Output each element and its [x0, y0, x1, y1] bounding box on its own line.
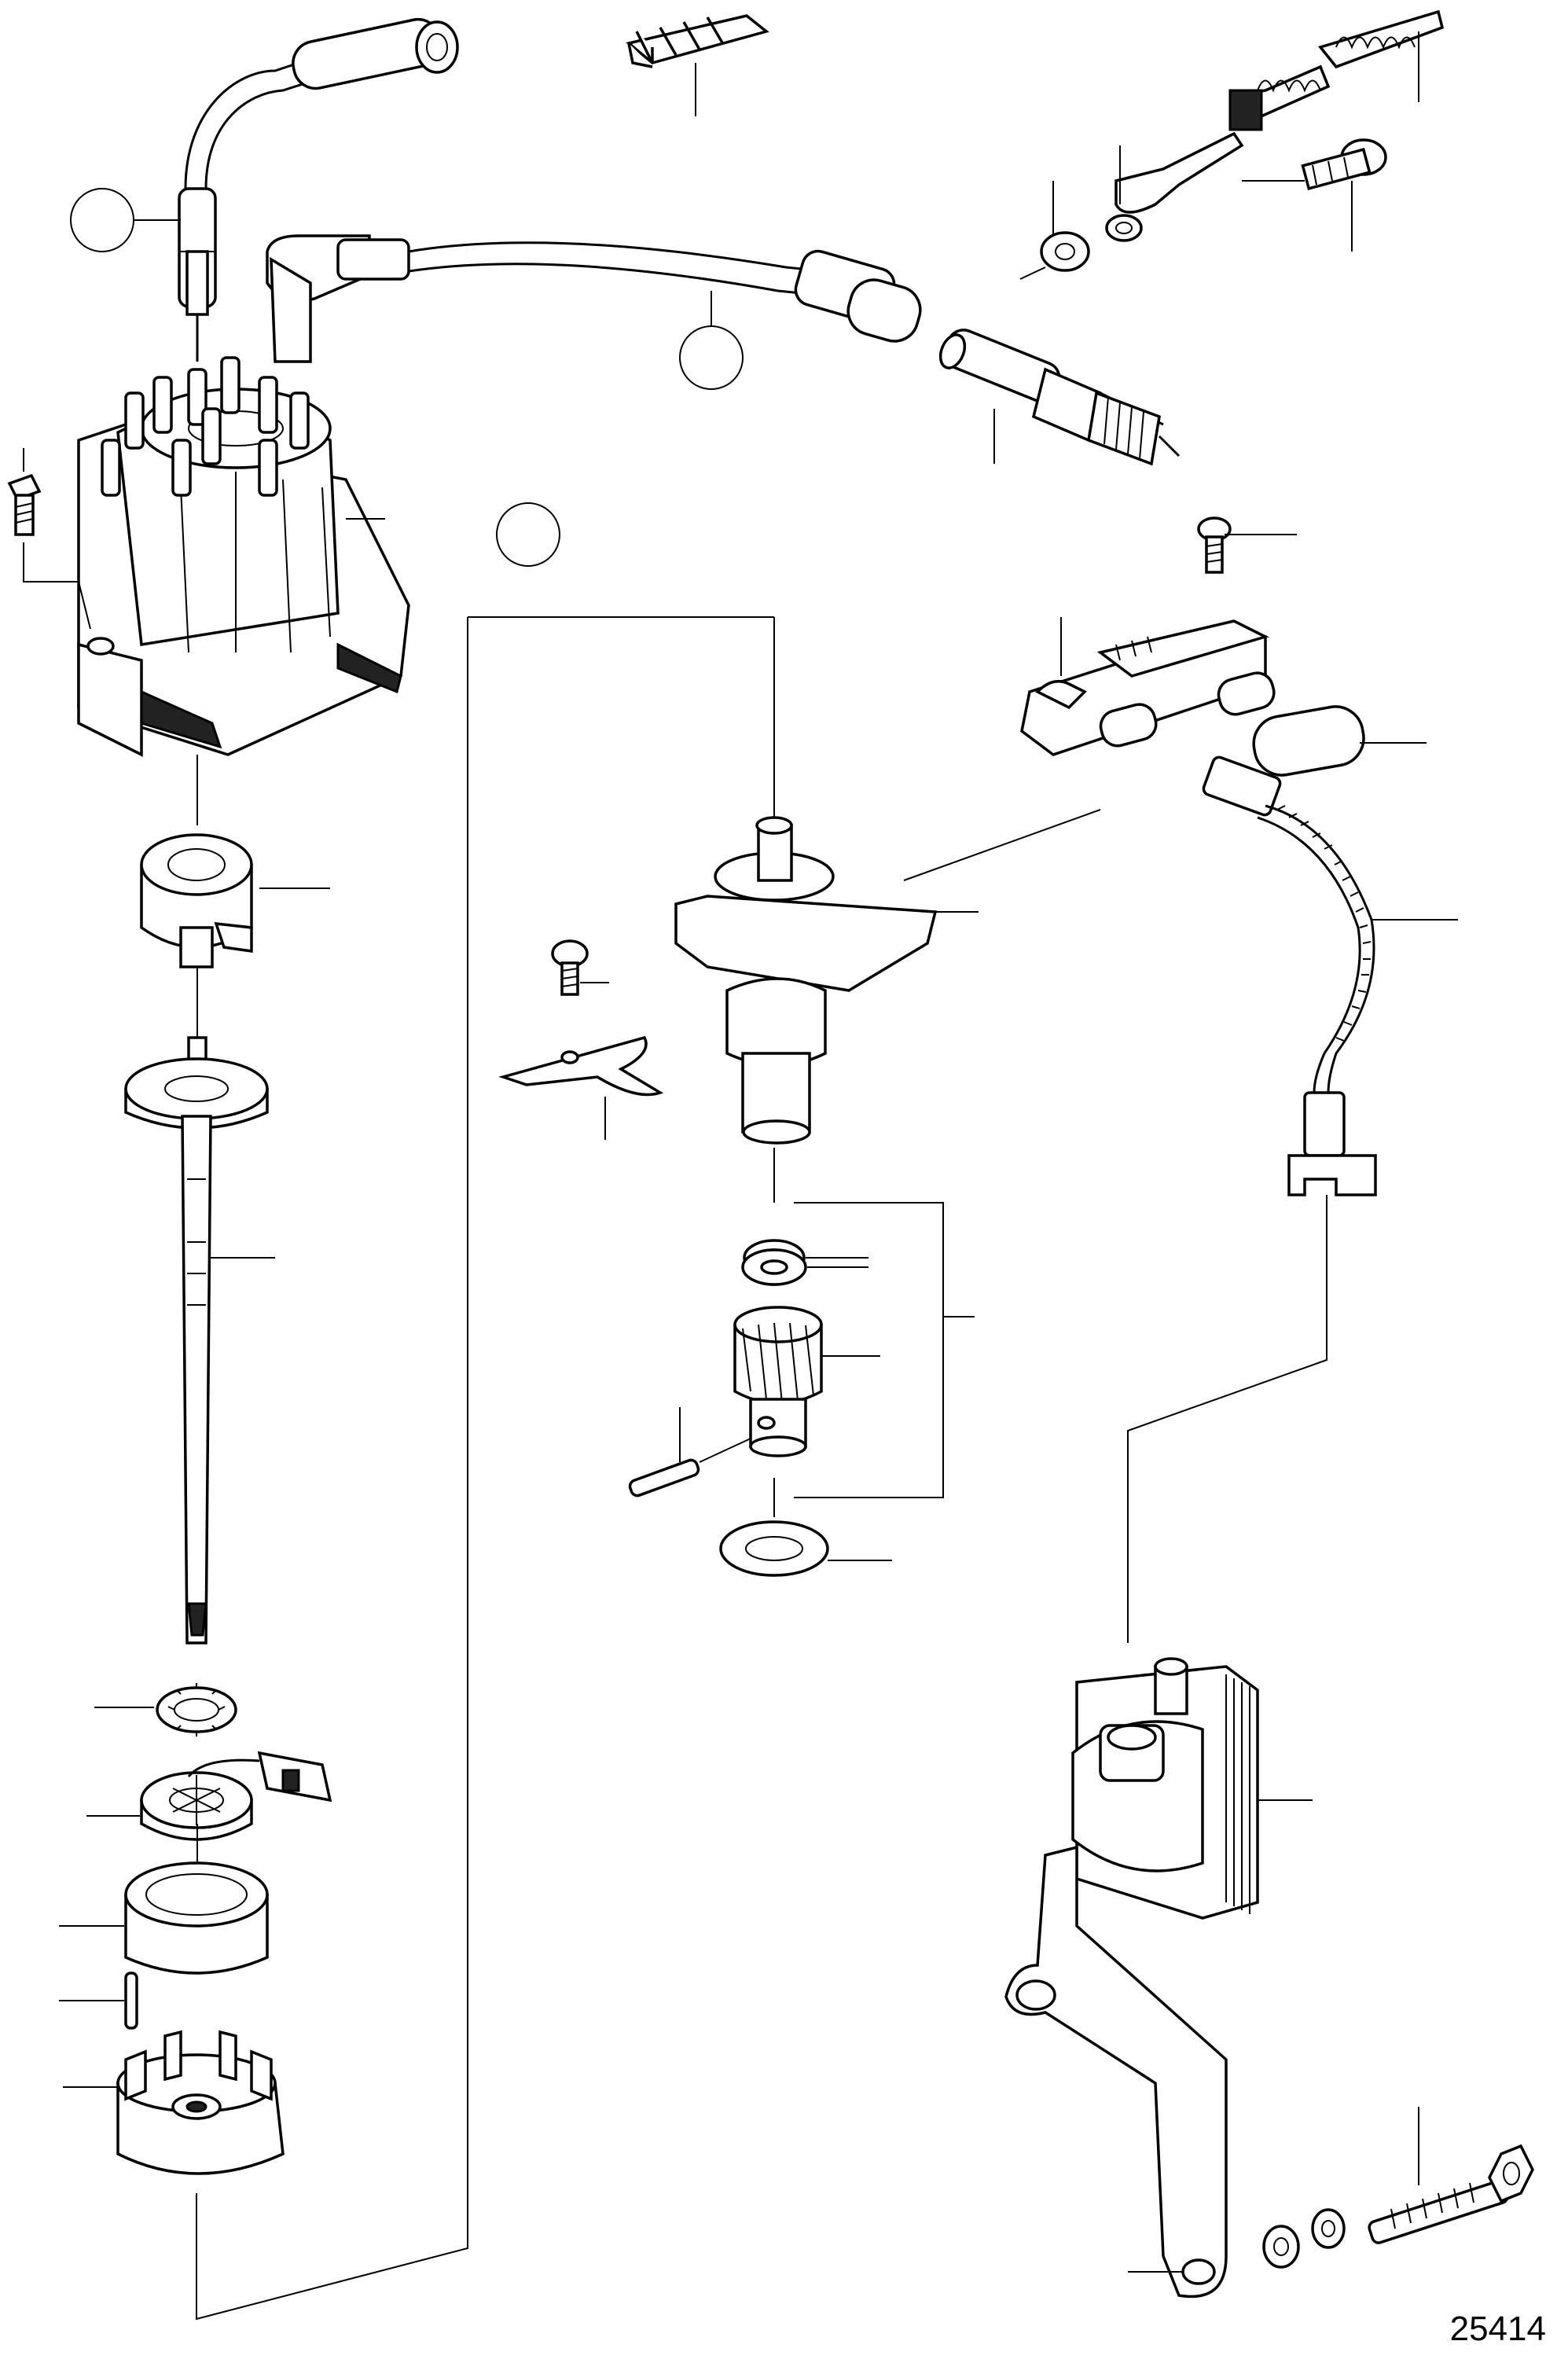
- stud-bolt: [1368, 2180, 1509, 2244]
- cap-screw: [7, 473, 42, 536]
- gear-roll-pin: [628, 1458, 700, 1498]
- module-connector-cover: [1252, 705, 1365, 777]
- coil-lead-wire: [178, 17, 459, 362]
- coil-bracket: [1004, 1845, 1228, 2299]
- plate-screw: [551, 939, 589, 996]
- wire-clip-small: [626, 14, 769, 68]
- drive-gear: [733, 1306, 823, 1457]
- ignition-coil: [1071, 1657, 1259, 1920]
- plate-bracket: [498, 1035, 664, 1097]
- lock-washer-right: [1311, 2208, 1346, 2249]
- distributor-housing: [116, 2030, 285, 2175]
- shim-washer: [719, 1520, 829, 1577]
- washer-top-right: [1040, 231, 1090, 272]
- wire-bracket: [1105, 9, 1445, 242]
- pickup-coil: [140, 1751, 332, 1841]
- roll-pin-left: [124, 1972, 138, 2030]
- drawing-reference-number: 25414: [1449, 2310, 1546, 2348]
- callout-circle-2: [679, 325, 744, 390]
- spark-plug-lead: [266, 234, 922, 363]
- callout-circle-3: [496, 502, 560, 567]
- rotor: [140, 833, 253, 968]
- ignition-module: [1020, 619, 1276, 756]
- spark-plug: [938, 329, 1181, 466]
- wiring-harness: [1202, 755, 1377, 1196]
- flat-washer-right: [1262, 2225, 1300, 2269]
- module-plate: [674, 816, 938, 1145]
- flat-washer-center: [741, 1248, 807, 1286]
- distributor-shaft: [124, 1036, 269, 1645]
- callout-circle-1: [70, 188, 134, 252]
- pole-piece: [124, 1861, 269, 1975]
- lock-washer-left: [156, 1683, 237, 1736]
- module-screw: [1197, 516, 1232, 574]
- nut-right: [1488, 2144, 1534, 2203]
- bolt-top-right: [1301, 138, 1387, 190]
- cap-terminal-towers: [101, 356, 310, 497]
